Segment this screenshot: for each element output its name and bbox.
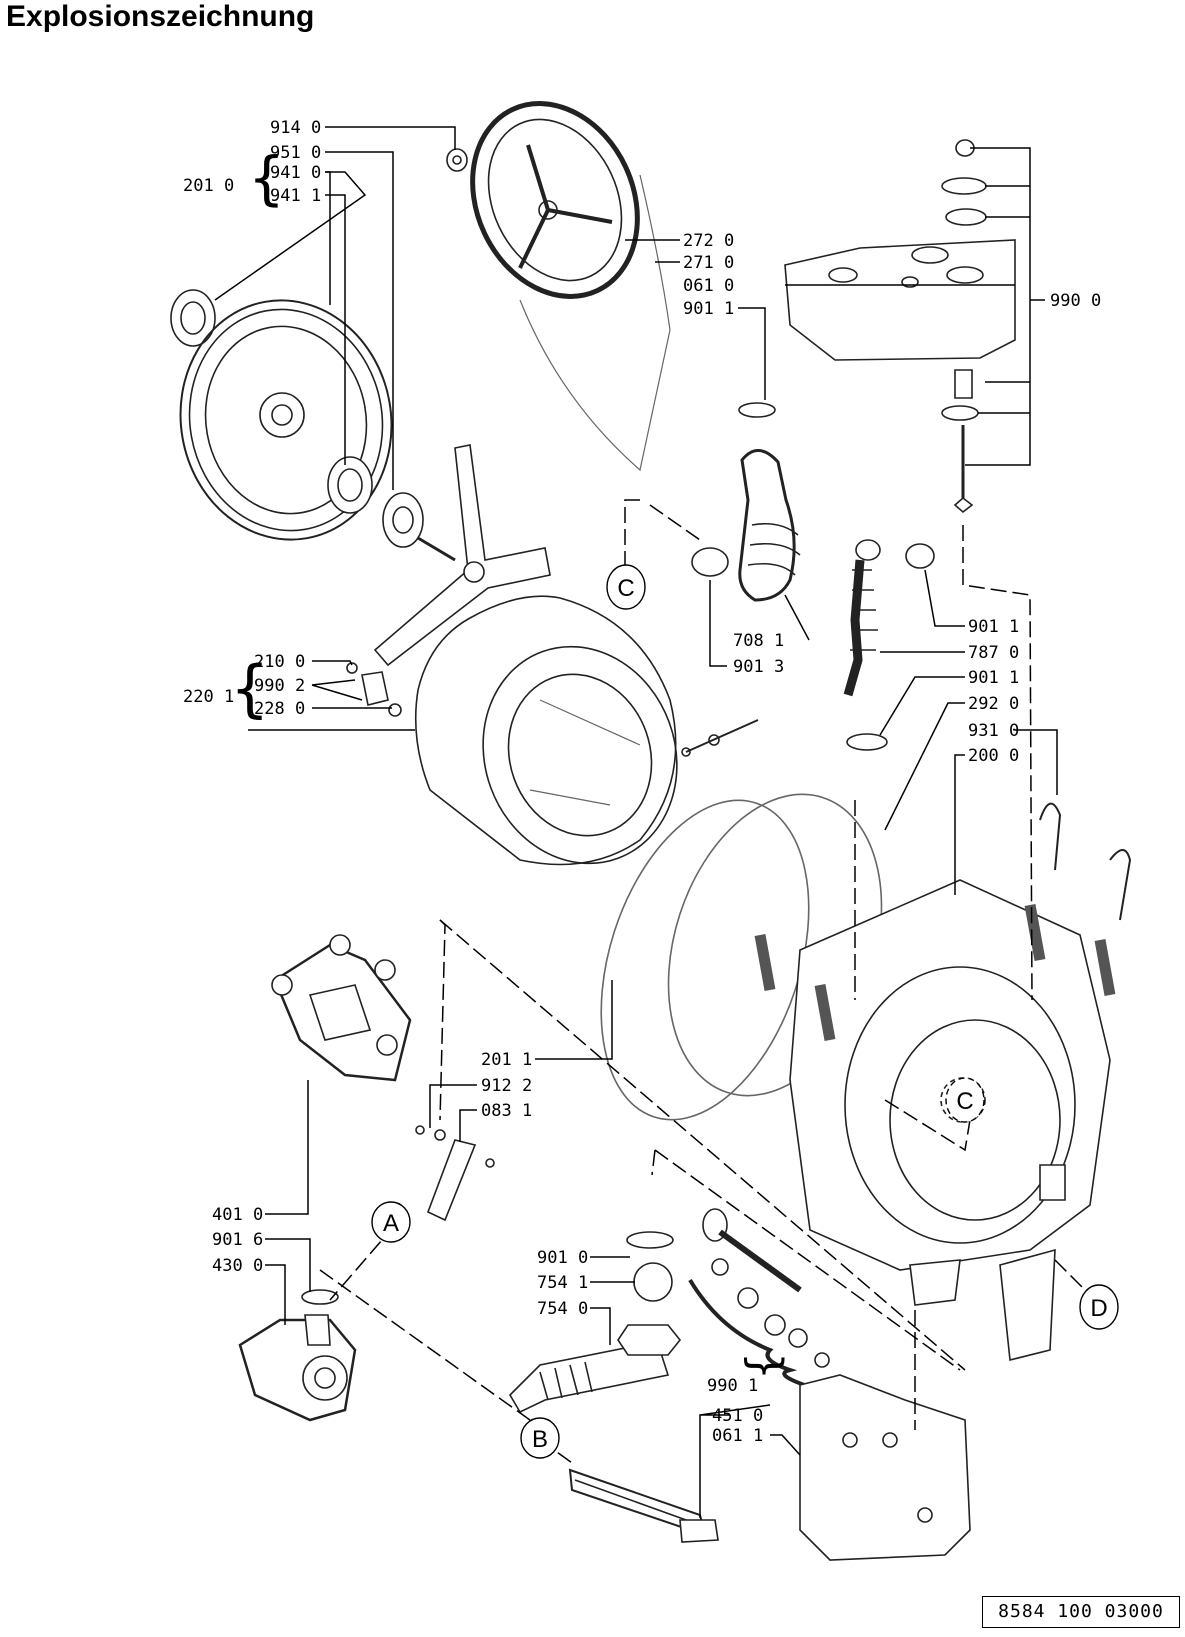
motor-part [271,934,412,1082]
connection-line [884,1099,971,1152]
label-200-0: 200 0 [968,746,1019,766]
connection-line [651,1149,961,1371]
svg-text:C: C [956,1088,973,1115]
label-451-0: 451 0 [712,1406,763,1426]
bracket-part [415,1125,495,1222]
label-292-0: 292 0 [968,694,1019,714]
counterweight-part [784,139,1016,514]
label-941-0: 941 0 [270,163,321,183]
svg-text:A: A [383,1210,399,1237]
svg-text:B: B [532,1426,548,1453]
rear-counterweight-part [799,1374,971,1561]
label-083-1: 083 1 [481,1101,532,1121]
nut-part [446,148,468,172]
label-931-0: 931 0 [968,721,1019,741]
connection-line [1054,1259,1086,1291]
label-754-1: 754 1 [537,1273,588,1293]
connection-line [329,1224,396,1301]
door-ring-part [470,101,671,472]
callout-c-tub: C [945,1077,985,1123]
label-401-0: 401 0 [212,1205,263,1225]
heater-fixing-parts [688,1208,830,1392]
spring-part [1039,802,1132,921]
connection-line [624,499,701,565]
connection-line [439,919,966,1371]
label-990-2: 990 2 [254,676,305,696]
label-061-1: 061 1 [712,1426,763,1446]
leader-lines [214,126,1058,1518]
label-228-0: 228 0 [254,699,305,719]
callout-d: D [1079,1284,1119,1330]
label-901-1-top: 901 1 [683,299,734,319]
document-number: 8584 100 03000 [998,1601,1164,1622]
connection-line [962,525,1033,1001]
callout-a: A [371,1201,411,1243]
tub-part [600,793,1116,1361]
label-708-1: 708 1 [733,631,784,651]
label-210-0: 210 0 [254,652,305,672]
heater-element-part [568,1468,719,1543]
document-number-box: 8584 100 03000 [982,1596,1180,1628]
label-901-6: 901 6 [212,1230,263,1250]
label-990-0: 990 0 [1050,291,1101,311]
label-272-0: 272 0 [683,231,734,251]
svg-text:D: D [1090,1295,1107,1322]
page-title: Explosionszeichnung [6,0,315,33]
brace-201-0: { [248,144,285,212]
label-201-1: 201 1 [481,1050,532,1070]
label-061-0: 061 0 [683,276,734,296]
part-labels: 914 0 951 0 941 0 941 1 201 0 272 0 271 … [183,118,1101,1446]
drum-part [414,595,759,866]
label-901-3: 901 3 [733,657,784,677]
label-914-0: 914 0 [270,118,321,138]
rear-flange-part [170,289,424,548]
drum-cross-part [346,444,551,717]
brace-220-1: { [230,652,269,725]
label-901-0: 901 0 [537,1248,588,1268]
label-990-1: 990 1 [707,1376,758,1396]
drain-pump-part [238,1289,357,1422]
callout-b: B [520,1417,560,1459]
connection-line [439,919,446,1121]
sump-hose-part [508,1231,682,1414]
label-271-0: 271 0 [683,253,734,273]
label-901-1-lower: 901 1 [968,668,1019,688]
brace-990-1: { [737,1352,788,1380]
label-430-0: 430 0 [212,1256,263,1276]
svg-text:C: C [617,575,634,602]
label-941-1: 941 1 [270,186,321,206]
label-201-0: 201 0 [183,176,234,196]
label-220-1: 220 1 [183,687,234,707]
callout-c-top: C [606,564,646,610]
hose-assembly-part [691,402,935,751]
label-951-0: 951 0 [270,143,321,163]
label-912-2: 912 2 [481,1076,532,1096]
label-787-0: 787 0 [968,643,1019,663]
label-754-0: 754 0 [537,1299,588,1319]
label-901-1-mid: 901 1 [968,617,1019,637]
